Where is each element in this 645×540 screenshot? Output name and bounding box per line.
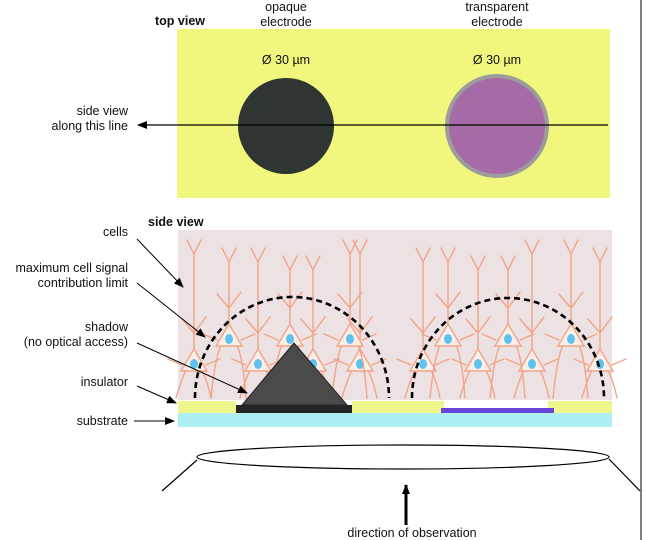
limit-pointer	[136, 282, 206, 338]
opaque-electrode-disk	[238, 78, 334, 174]
neuron-basal-dendrite	[455, 344, 466, 399]
shadow-label-2: (no optical access)	[24, 335, 128, 349]
contribution-limit-arc-opaque	[193, 295, 391, 399]
neuron-nucleus	[528, 359, 536, 369]
neuron-side-branch	[495, 291, 521, 309]
transparent-electrode-label-1: transparent	[465, 0, 529, 14]
neuron-lateral-dendrite	[167, 358, 221, 366]
observation-label: direction of observation	[347, 526, 476, 540]
neuron-basal-dendrite	[607, 369, 618, 399]
neuron-dendrite-fork	[186, 239, 202, 255]
opaque-electrode-section	[236, 405, 352, 413]
neuron-dendrite-fork	[282, 255, 298, 271]
neuron-side-branch	[245, 316, 271, 334]
objective-right-edge	[608, 458, 641, 492]
insulator-pointer	[136, 385, 177, 404]
transparent-diameter-label: Ø 30 µm	[473, 53, 521, 67]
neuron-side-branch	[558, 291, 584, 309]
insulator-label: insulator	[81, 375, 128, 389]
limit-label-2: contribution limit	[38, 276, 129, 290]
neuron-nucleus	[444, 334, 452, 344]
neuron-nucleus	[190, 359, 198, 369]
objective-lens-top	[196, 444, 610, 470]
neuron-lateral-dendrite	[396, 358, 450, 366]
insulator-segment-middle	[352, 401, 444, 413]
neuron-side-branch	[277, 291, 303, 309]
neuron-nucleus	[567, 334, 575, 344]
neuron-nucleus	[474, 359, 482, 369]
neuron-nucleus	[504, 334, 512, 344]
neuron-dendrite-fork	[342, 239, 358, 255]
transparent-electrode-label-2: electrode	[471, 15, 522, 29]
shadow-triangle	[240, 342, 349, 406]
neuron-basal-dendrite	[552, 344, 564, 399]
cells-label: cells	[103, 225, 128, 239]
neuron-side-branch	[519, 316, 545, 334]
cells-pointer	[136, 238, 184, 288]
neuron-basal-dendrite	[429, 344, 441, 399]
neuron-basal-dendrite	[175, 369, 187, 399]
neuron-basal-dendrite	[489, 344, 501, 399]
neuron-dendrite-fork	[592, 247, 608, 263]
neuron-nucleus	[346, 334, 354, 344]
neuron-nucleus	[254, 359, 262, 369]
neuron-side-branch	[337, 291, 363, 309]
opaque-diameter-label: Ø 30 µm	[262, 53, 310, 67]
neuron-dendrite-fork	[250, 247, 266, 263]
opaque-electrode-label-2: electrode	[260, 15, 311, 29]
insulator-segment-left	[178, 401, 236, 413]
neuron-dendrite-fork	[470, 255, 486, 271]
neuron-dendrite-fork	[305, 255, 321, 271]
neuron-nucleus	[225, 334, 233, 344]
shadow-pointer	[136, 342, 248, 394]
neuron-lateral-dendrite	[573, 358, 627, 366]
neuron-basal-dendrite	[201, 369, 212, 399]
neuron-lateral-dendrite	[481, 333, 535, 341]
opaque-electrode-label-1: opaque	[265, 0, 307, 14]
neuron-side-branch	[410, 316, 436, 334]
neuron-dendrite-fork	[500, 255, 516, 271]
neuron-lateral-dendrite	[263, 333, 317, 341]
neuron-side-branch	[587, 316, 613, 334]
insulator-segment-right	[548, 401, 612, 413]
neuron-lateral-dendrite	[421, 333, 475, 341]
neuron-basal-dendrite	[341, 369, 353, 399]
neuron-basal-dendrite	[515, 344, 526, 399]
shadow-label-1: shadow	[85, 320, 129, 334]
limit-label-1: maximum cell signal	[15, 261, 128, 275]
side-view-line-label-2: along this line	[52, 119, 128, 133]
objective-left-edge	[161, 459, 198, 492]
neuron-basal-dendrite	[459, 369, 471, 399]
neuron-basal-dendrite	[430, 369, 441, 399]
neuron-nucleus	[286, 334, 294, 344]
neuron-lateral-dendrite	[505, 358, 559, 366]
transparent-electrode-section	[441, 408, 554, 413]
neuron-nucleus	[419, 359, 427, 369]
side-view-title: side view	[148, 215, 204, 229]
neuron-dendrite-fork	[563, 239, 579, 255]
neuron-lateral-dendrite	[451, 358, 505, 366]
neuron-dendrite-fork	[221, 247, 237, 263]
neuron-dendrite-fork	[415, 247, 431, 263]
contribution-limit-arc-transparent	[410, 296, 606, 399]
substrate-label: substrate	[77, 414, 128, 428]
neuron-lateral-dendrite	[333, 358, 387, 366]
transparent-electrode-disk	[445, 74, 549, 178]
substrate-layer	[178, 413, 612, 427]
neuron-dendrite-fork	[440, 247, 456, 263]
neuron-side-branch	[465, 316, 491, 334]
neuron-dendrite-fork	[352, 239, 368, 255]
neuron-side-branch	[216, 291, 242, 309]
neuron-basal-dendrite	[357, 344, 368, 399]
top-view-title: top view	[155, 14, 205, 28]
neuron-basal-dendrite	[578, 344, 589, 399]
neuron-basal-dendrite	[367, 369, 378, 399]
neuron-side-branch	[300, 316, 326, 334]
neuron-basal-dendrite	[539, 369, 550, 399]
neuron-dendrite-fork	[524, 239, 540, 255]
side-view-line-label-1: side view	[77, 104, 129, 118]
neuron-basal-dendrite	[210, 344, 222, 399]
neuron-side-branch	[435, 291, 461, 309]
